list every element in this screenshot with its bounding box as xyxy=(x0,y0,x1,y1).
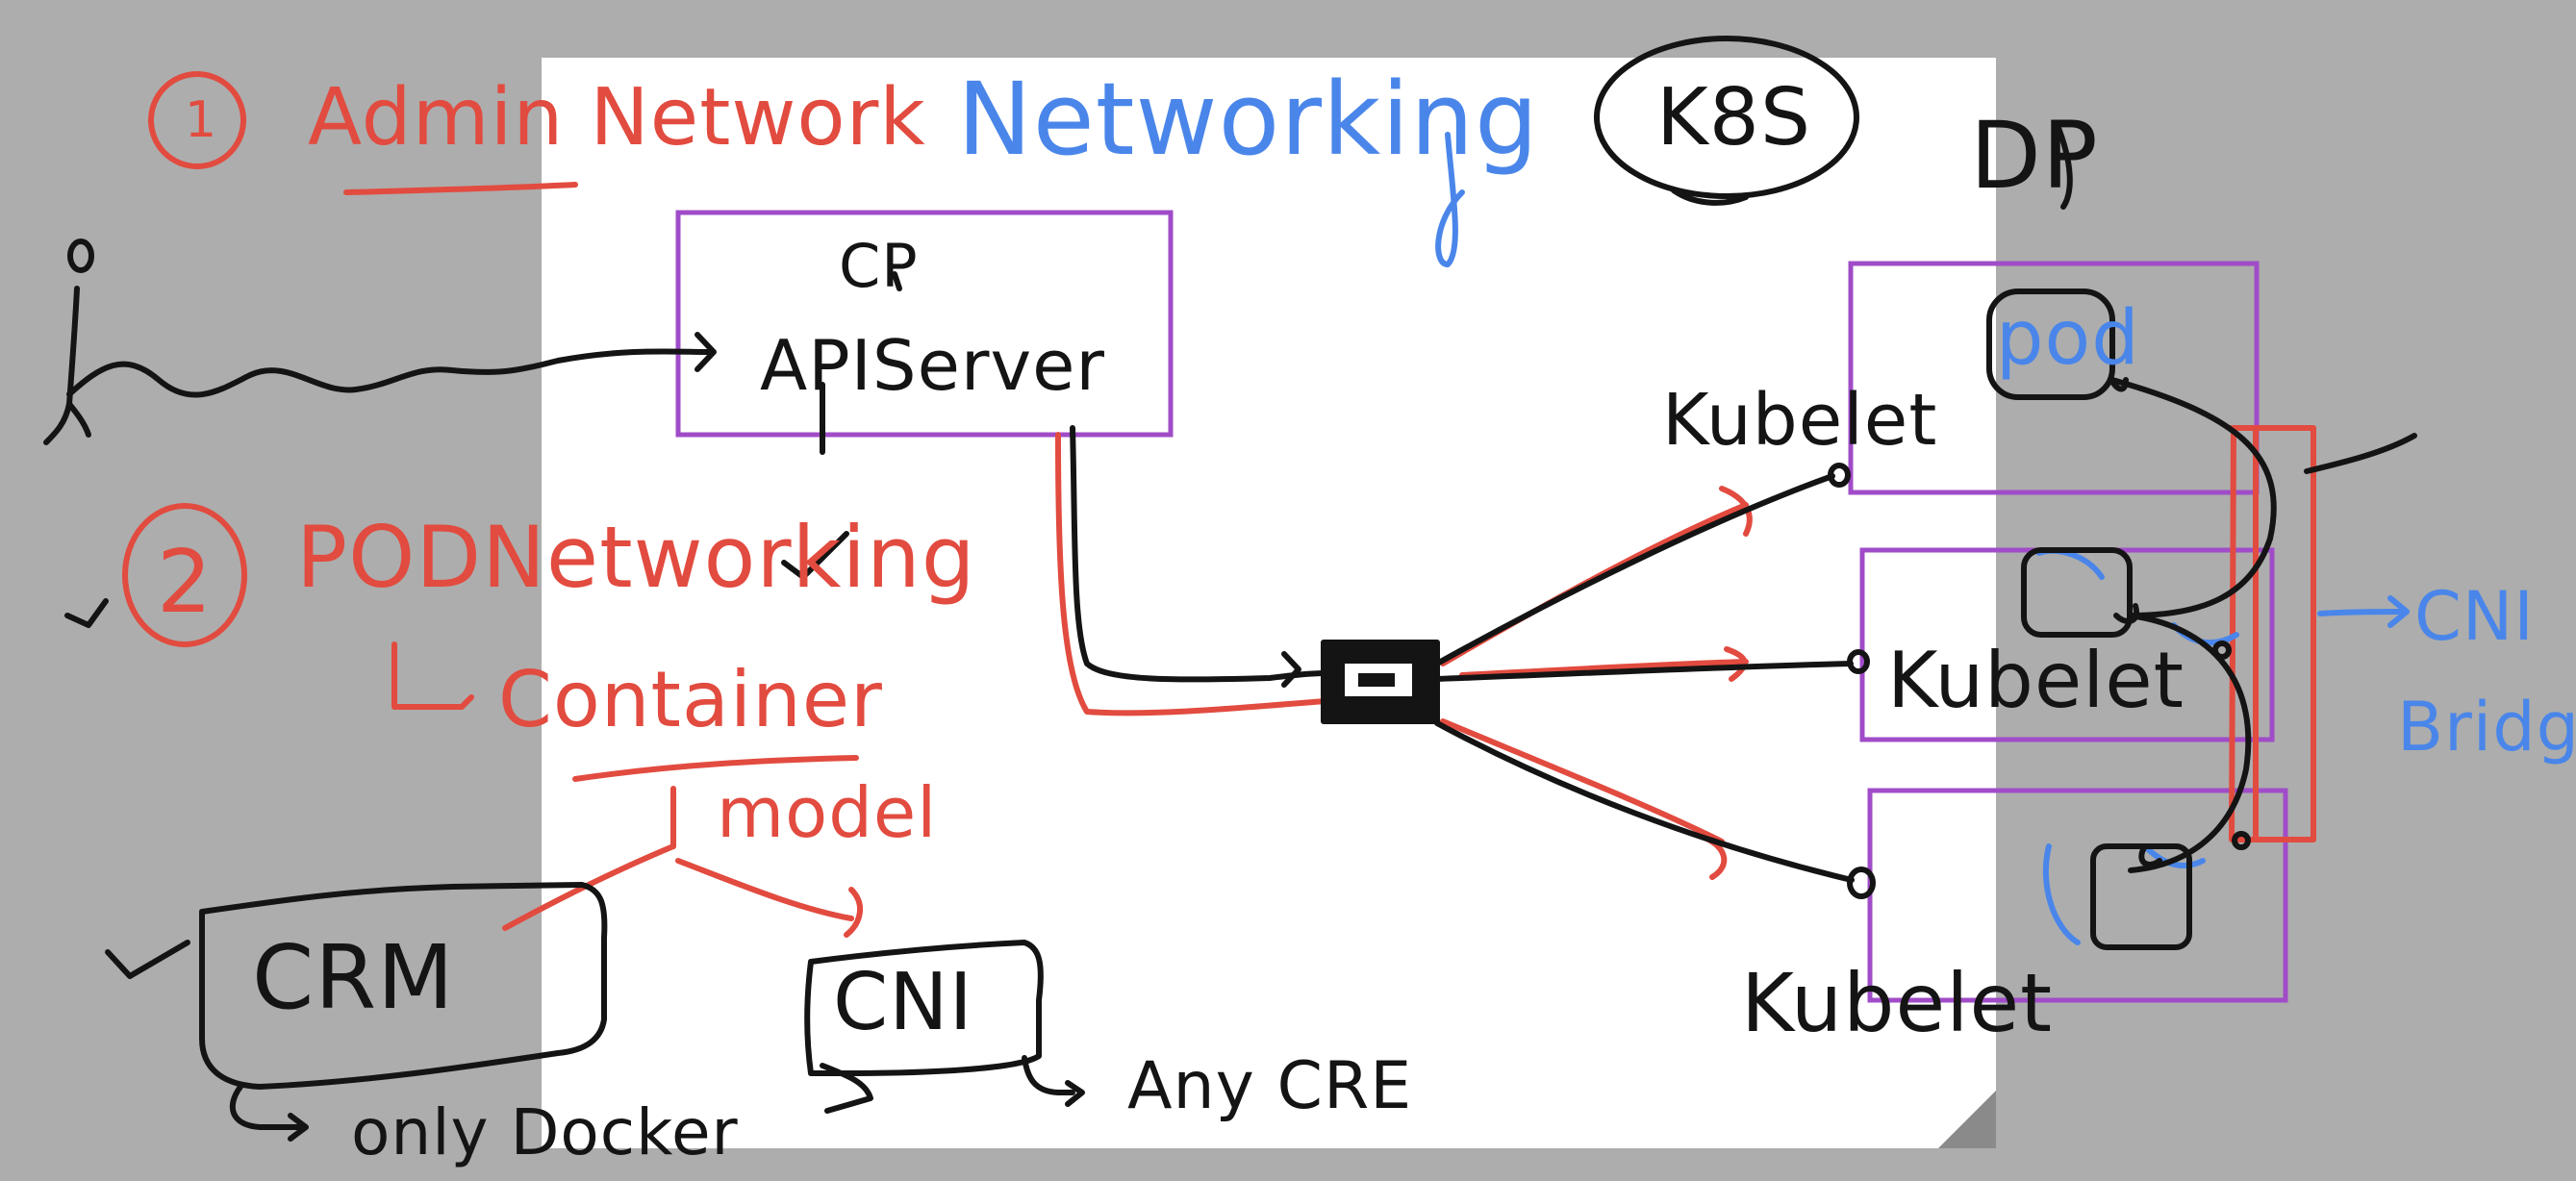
cni-bridge-label-line1: CNI xyxy=(2414,577,2535,656)
k8s-label: K8S xyxy=(1656,72,1811,163)
apiserver-label: APIServer xyxy=(760,325,1105,406)
pod-networking-label: PODNetworking xyxy=(296,508,976,607)
kubelet-top-label: Kubelet xyxy=(1662,379,1937,462)
crm-label: CRM xyxy=(252,926,455,1029)
node-box-top xyxy=(1848,261,2260,495)
kubelet-bottom-label: Kubelet xyxy=(1741,956,2053,1050)
admin-network-label: Admin Network xyxy=(308,72,926,163)
black-strokes xyxy=(43,36,2417,1142)
network-switch-icon xyxy=(1321,640,1440,724)
number-two: 2 xyxy=(157,532,213,633)
networking-title: Networking xyxy=(957,61,1539,178)
apiserver-box xyxy=(675,210,1174,438)
cni-bridge-label-line2: Bridge xyxy=(2397,688,2576,766)
number-one: 1 xyxy=(185,91,217,149)
white-sheet xyxy=(542,58,1996,1148)
cp-label: CP xyxy=(839,231,919,301)
kubelet-mid-label: Kubelet xyxy=(1887,636,2185,725)
only-docker-label: only Docker xyxy=(351,1095,739,1169)
container-label: Container xyxy=(498,655,883,744)
any-cre-label: Any CRE xyxy=(1127,1048,1412,1124)
model-label: model xyxy=(717,772,937,853)
blue-strokes xyxy=(1435,132,2410,945)
stick-user-icon xyxy=(43,239,94,445)
page-curl-icon xyxy=(1938,1091,1996,1148)
red-strokes xyxy=(122,71,2316,938)
pod-label: pod xyxy=(1996,295,2140,382)
dp-label: DP xyxy=(1970,102,2099,210)
cni-label: CNI xyxy=(833,957,973,1048)
